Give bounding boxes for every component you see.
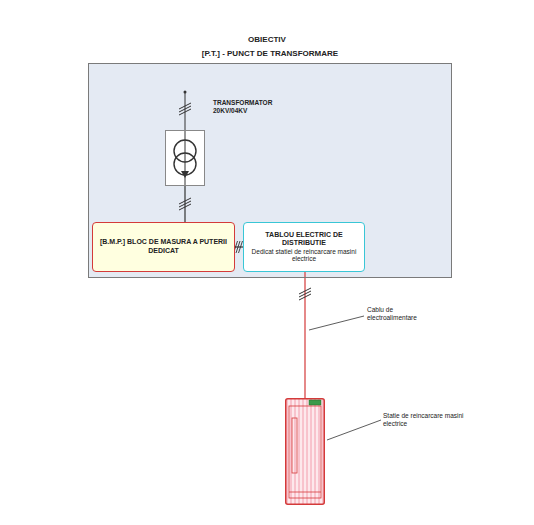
charging-station-body: [285, 398, 325, 505]
station-area-box: [P.T.] - PUNCT DE TRANSFORMARETRANSFORMA…: [88, 63, 452, 278]
power-cable: [235, 246, 243, 247]
node-label: Statie de reincarcare masini electrice: [383, 412, 469, 428]
three-phase-hatch: [239, 241, 243, 253]
three-phase-hatch: [179, 103, 191, 115]
three-phase-hatch: [299, 294, 311, 300]
node-label: [B.M.P.] BLOC DE MASURA A PUTERII DEDICA…: [99, 238, 228, 256]
three-phase-hatch: [179, 204, 191, 210]
charging-station: Statie de reincarcare masini electrice: [285, 398, 325, 505]
transformer-symbol: TRANSFORMATOR 20KV/04KV: [165, 130, 205, 186]
metering-box: [B.M.P.] BLOC DE MASURA A PUTERII DEDICA…: [92, 222, 235, 272]
three-phase-hatch: [179, 201, 191, 207]
node-label: [P.T.] - PUNCT DE TRANSFORMARE: [89, 49, 451, 58]
diagram-title: OBIECTIV: [0, 35, 534, 44]
node-label: TRANSFORMATOR 20KV/04KV: [213, 99, 291, 115]
callout-label: Cablu de electroalimentare: [367, 306, 439, 322]
three-phase-hatch: [179, 198, 191, 204]
leader-line: [309, 316, 364, 330]
leader-line: [327, 420, 381, 440]
feeder-terminal: [184, 91, 187, 94]
distribution-panel-box: TABLOU ELECTRIC DE DISTRIBUTIEDedicat st…: [243, 222, 365, 272]
feeder-line: [185, 92, 186, 130]
transformer-windings: [166, 131, 204, 185]
node-sublabel: Dedicat statiei de reincarcare masini el…: [249, 248, 359, 264]
three-phase-hatch: [299, 288, 311, 294]
three-phase-hatch: [299, 291, 311, 297]
node-label: TABLOU ELECTRIC DE DISTRIBUTIE: [249, 231, 359, 248]
